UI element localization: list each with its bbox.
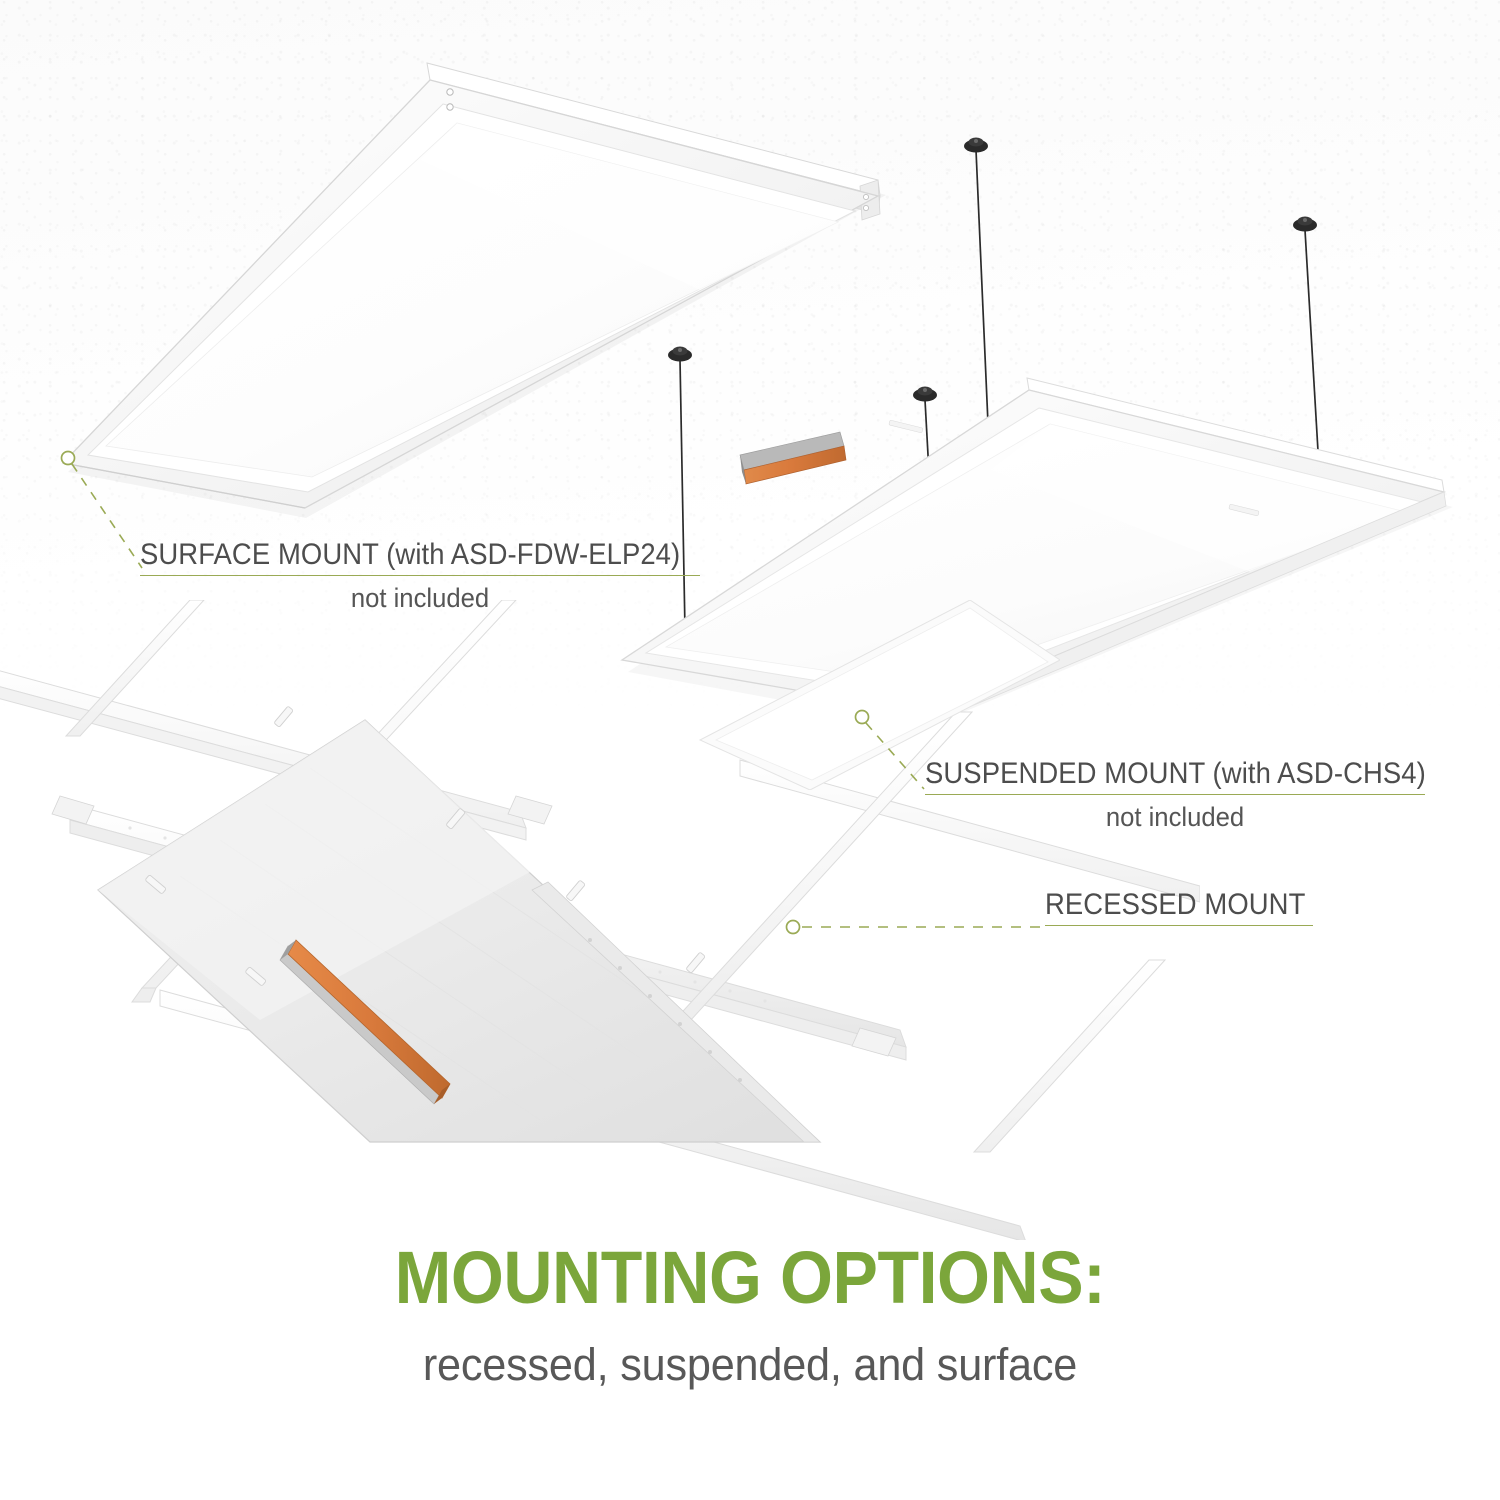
callout-suspended-title: SUSPENDED MOUNT (with ASD-CHS4) — [925, 757, 1426, 790]
recessed-mount-panel — [97, 706, 822, 1143]
callout-surface-mount: SURFACE MOUNT (with ASD-FDW-ELP24) not i… — [140, 538, 700, 614]
suspended-mount-panel — [620, 377, 1447, 727]
callout-suspended-rule — [925, 794, 1425, 795]
surface-mount-panel — [61, 62, 886, 518]
leader-line-suspended — [854, 709, 925, 790]
page-subheadline: recessed, suspended, and surface — [422, 1339, 1078, 1390]
callout-surface-rule — [140, 575, 700, 576]
driver-housing — [739, 431, 847, 485]
leader-dot-suspended — [854, 709, 870, 725]
page-headline: MOUNTING OPTIONS: — [394, 1236, 1106, 1319]
callout-suspended-note: not included — [1105, 802, 1245, 832]
driver-housing — [279, 939, 451, 1105]
callout-surface-title: SURFACE MOUNT (with ASD-FDW-ELP24) — [140, 538, 681, 571]
suspension-cable — [1293, 216, 1321, 486]
leader-dot-recessed — [785, 919, 801, 935]
callout-recessed-rule — [1045, 925, 1313, 926]
leader-line-surface — [60, 450, 143, 569]
callout-surface-note: not included — [350, 583, 490, 613]
callout-recessed-title: RECESSED MOUNT — [1045, 888, 1306, 921]
leader-dot-surface — [60, 450, 76, 466]
suspension-cable — [668, 346, 692, 631]
callout-suspended-mount: SUSPENDED MOUNT (with ASD-CHS4) not incl… — [925, 757, 1426, 833]
adjacent-ceiling-tile — [698, 600, 1060, 790]
leader-line-recessed — [785, 919, 1045, 935]
callout-recessed-mount: RECESSED MOUNT — [1045, 888, 1313, 926]
